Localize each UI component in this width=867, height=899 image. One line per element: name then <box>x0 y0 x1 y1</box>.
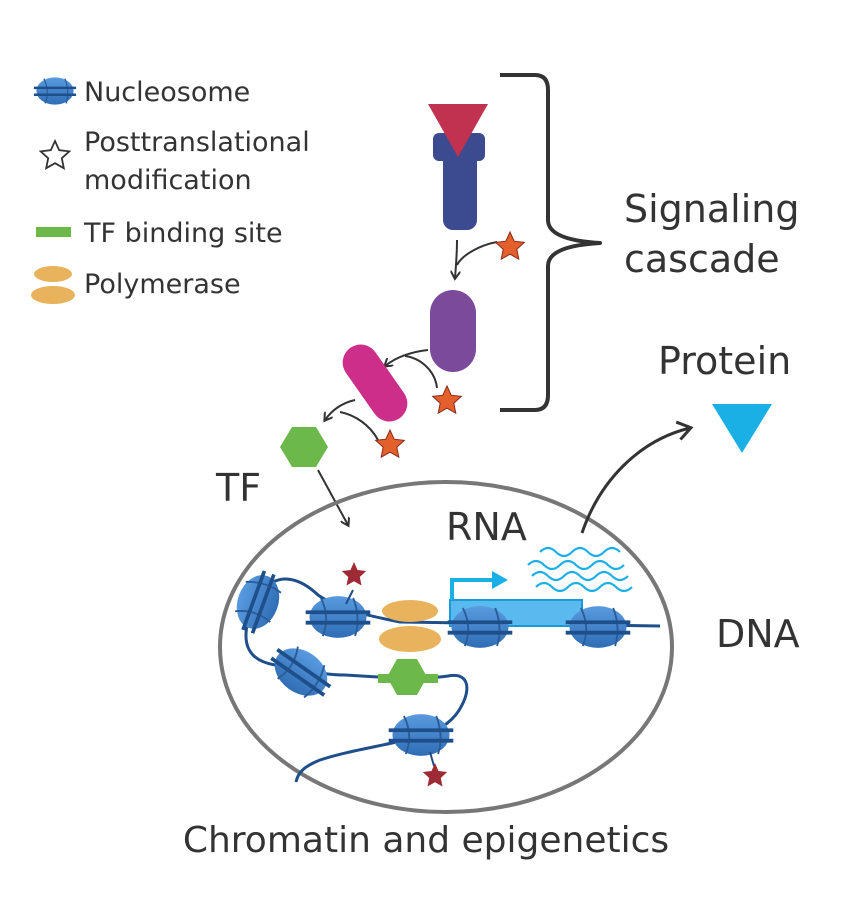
ptm-stalk <box>429 751 435 767</box>
signaling-label-line2: cascade <box>624 237 780 281</box>
arrow-ptm-join-2 <box>404 355 438 389</box>
legend-tf-binding-site-label: TF binding site <box>83 218 283 249</box>
kinase-magenta-icon <box>342 344 408 422</box>
nucleosome-icon <box>303 594 373 640</box>
rna-label: RNA <box>446 505 527 549</box>
tf-hexagon-icon <box>387 659 427 695</box>
arrow-receptor-to-kinase <box>455 239 457 278</box>
ptm-star-icon-3 <box>374 428 406 459</box>
signaling-cascade <box>280 73 602 467</box>
arrow-kinase-to-tf <box>325 399 356 420</box>
protein-label: Protein <box>658 339 791 383</box>
legend: Nucleosome Posttranslational modificatio… <box>31 76 310 304</box>
ptm-star-icon-2 <box>431 384 463 415</box>
star-outline-icon <box>38 138 72 170</box>
chromatin <box>226 546 661 787</box>
nucleosome-icon <box>386 712 456 758</box>
green-bar-icon <box>36 227 71 237</box>
nucleosome-icon <box>32 76 78 106</box>
dna-label: DNA <box>716 612 800 656</box>
arrow-tf-to-nucleus <box>317 469 348 525</box>
ptm-star-icon-red-1 <box>341 562 367 586</box>
ptm-star-icon-1 <box>494 230 526 261</box>
ptm-stalk <box>345 589 354 605</box>
arrow-ptm-join-1 <box>456 241 498 266</box>
chromatin-title: Chromatin and epigenetics <box>183 820 669 861</box>
kinase-purple-icon <box>430 290 476 372</box>
polymerase-icon <box>31 266 75 304</box>
tss-arrowhead-icon <box>492 571 508 589</box>
nucleosome-icon <box>260 634 342 710</box>
arrow-ptm-join-3 <box>339 411 379 441</box>
rna-transcripts-icon <box>527 546 633 593</box>
arrow-kinase-to-kinase <box>385 349 429 366</box>
tss-arrow-icon <box>450 578 494 600</box>
ligand-triangle-icon <box>428 104 488 157</box>
nucleosome-icon <box>226 563 290 641</box>
tf-label: TF <box>215 466 261 510</box>
tf-hexagon-icon <box>280 427 328 467</box>
polymerase-icon <box>379 600 441 652</box>
legend-nucleosome-label: Nucleosome <box>84 77 250 108</box>
arrow-rna-to-protein <box>580 420 694 534</box>
dna-strand <box>260 577 661 628</box>
ptm-star-icon-red-2 <box>422 763 448 787</box>
signaling-bracket <box>500 73 602 412</box>
legend-ptm-label-line1: Posttranslational <box>84 127 310 158</box>
signaling-label-line1: Signaling <box>624 187 800 231</box>
nucleus-outline <box>218 480 674 814</box>
legend-polymerase-label: Polymerase <box>84 269 241 300</box>
legend-ptm-label-line2: modification <box>84 165 252 196</box>
protein-triangle-icon <box>712 404 772 453</box>
